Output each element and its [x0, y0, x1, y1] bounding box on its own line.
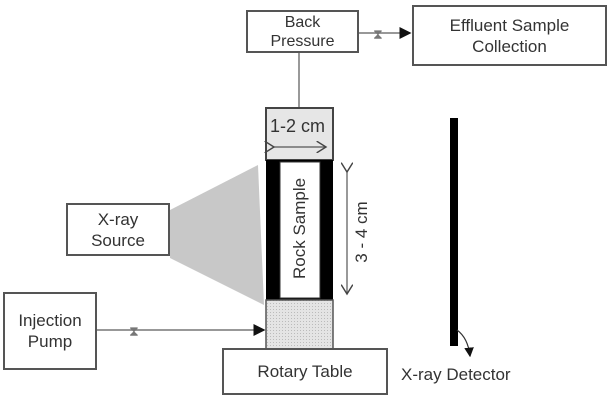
bottom-end-cap: [265, 299, 334, 351]
injection-pump-label-2: Pump: [27, 332, 73, 351]
xray-source-box: X-ray Source: [66, 203, 170, 256]
length-label: 3 - 4 cm: [352, 201, 371, 263]
rotary-table-label: Rotary Table: [257, 362, 353, 381]
xray-source-label-1: X-ray: [97, 209, 139, 229]
injection-pump-label-1: Injection: [18, 311, 82, 330]
back-pressure-box: Back Pressure: [246, 10, 359, 53]
width-label: 1-2 cm: [270, 116, 326, 136]
inlet-valve-icon: ⧗: [129, 323, 139, 339]
xray-source-label-2: Source: [91, 230, 145, 250]
back-pressure-label-1: Back: [284, 13, 321, 31]
rock-sample: [279, 161, 321, 299]
detector-pointer-arrow: [456, 329, 474, 358]
rotary-table-box: Rotary Table: [222, 348, 388, 395]
outlet-valve-icon: ⧗: [373, 26, 383, 42]
effluent-label-1: Effluent Sample: [449, 15, 570, 35]
xray-beam-cone: [170, 165, 264, 305]
effluent-collection-box: Effluent Sample Collection: [412, 5, 607, 66]
injection-pump-box: Injection Pump: [3, 292, 97, 370]
rock-sample-label: Rock Sample: [290, 177, 309, 279]
xray-detector-bar: [450, 118, 458, 346]
back-pressure-label-2: Pressure: [270, 32, 335, 50]
xray-detector-label: X-ray Detector: [401, 365, 511, 384]
effluent-label-2: Collection: [472, 36, 547, 56]
